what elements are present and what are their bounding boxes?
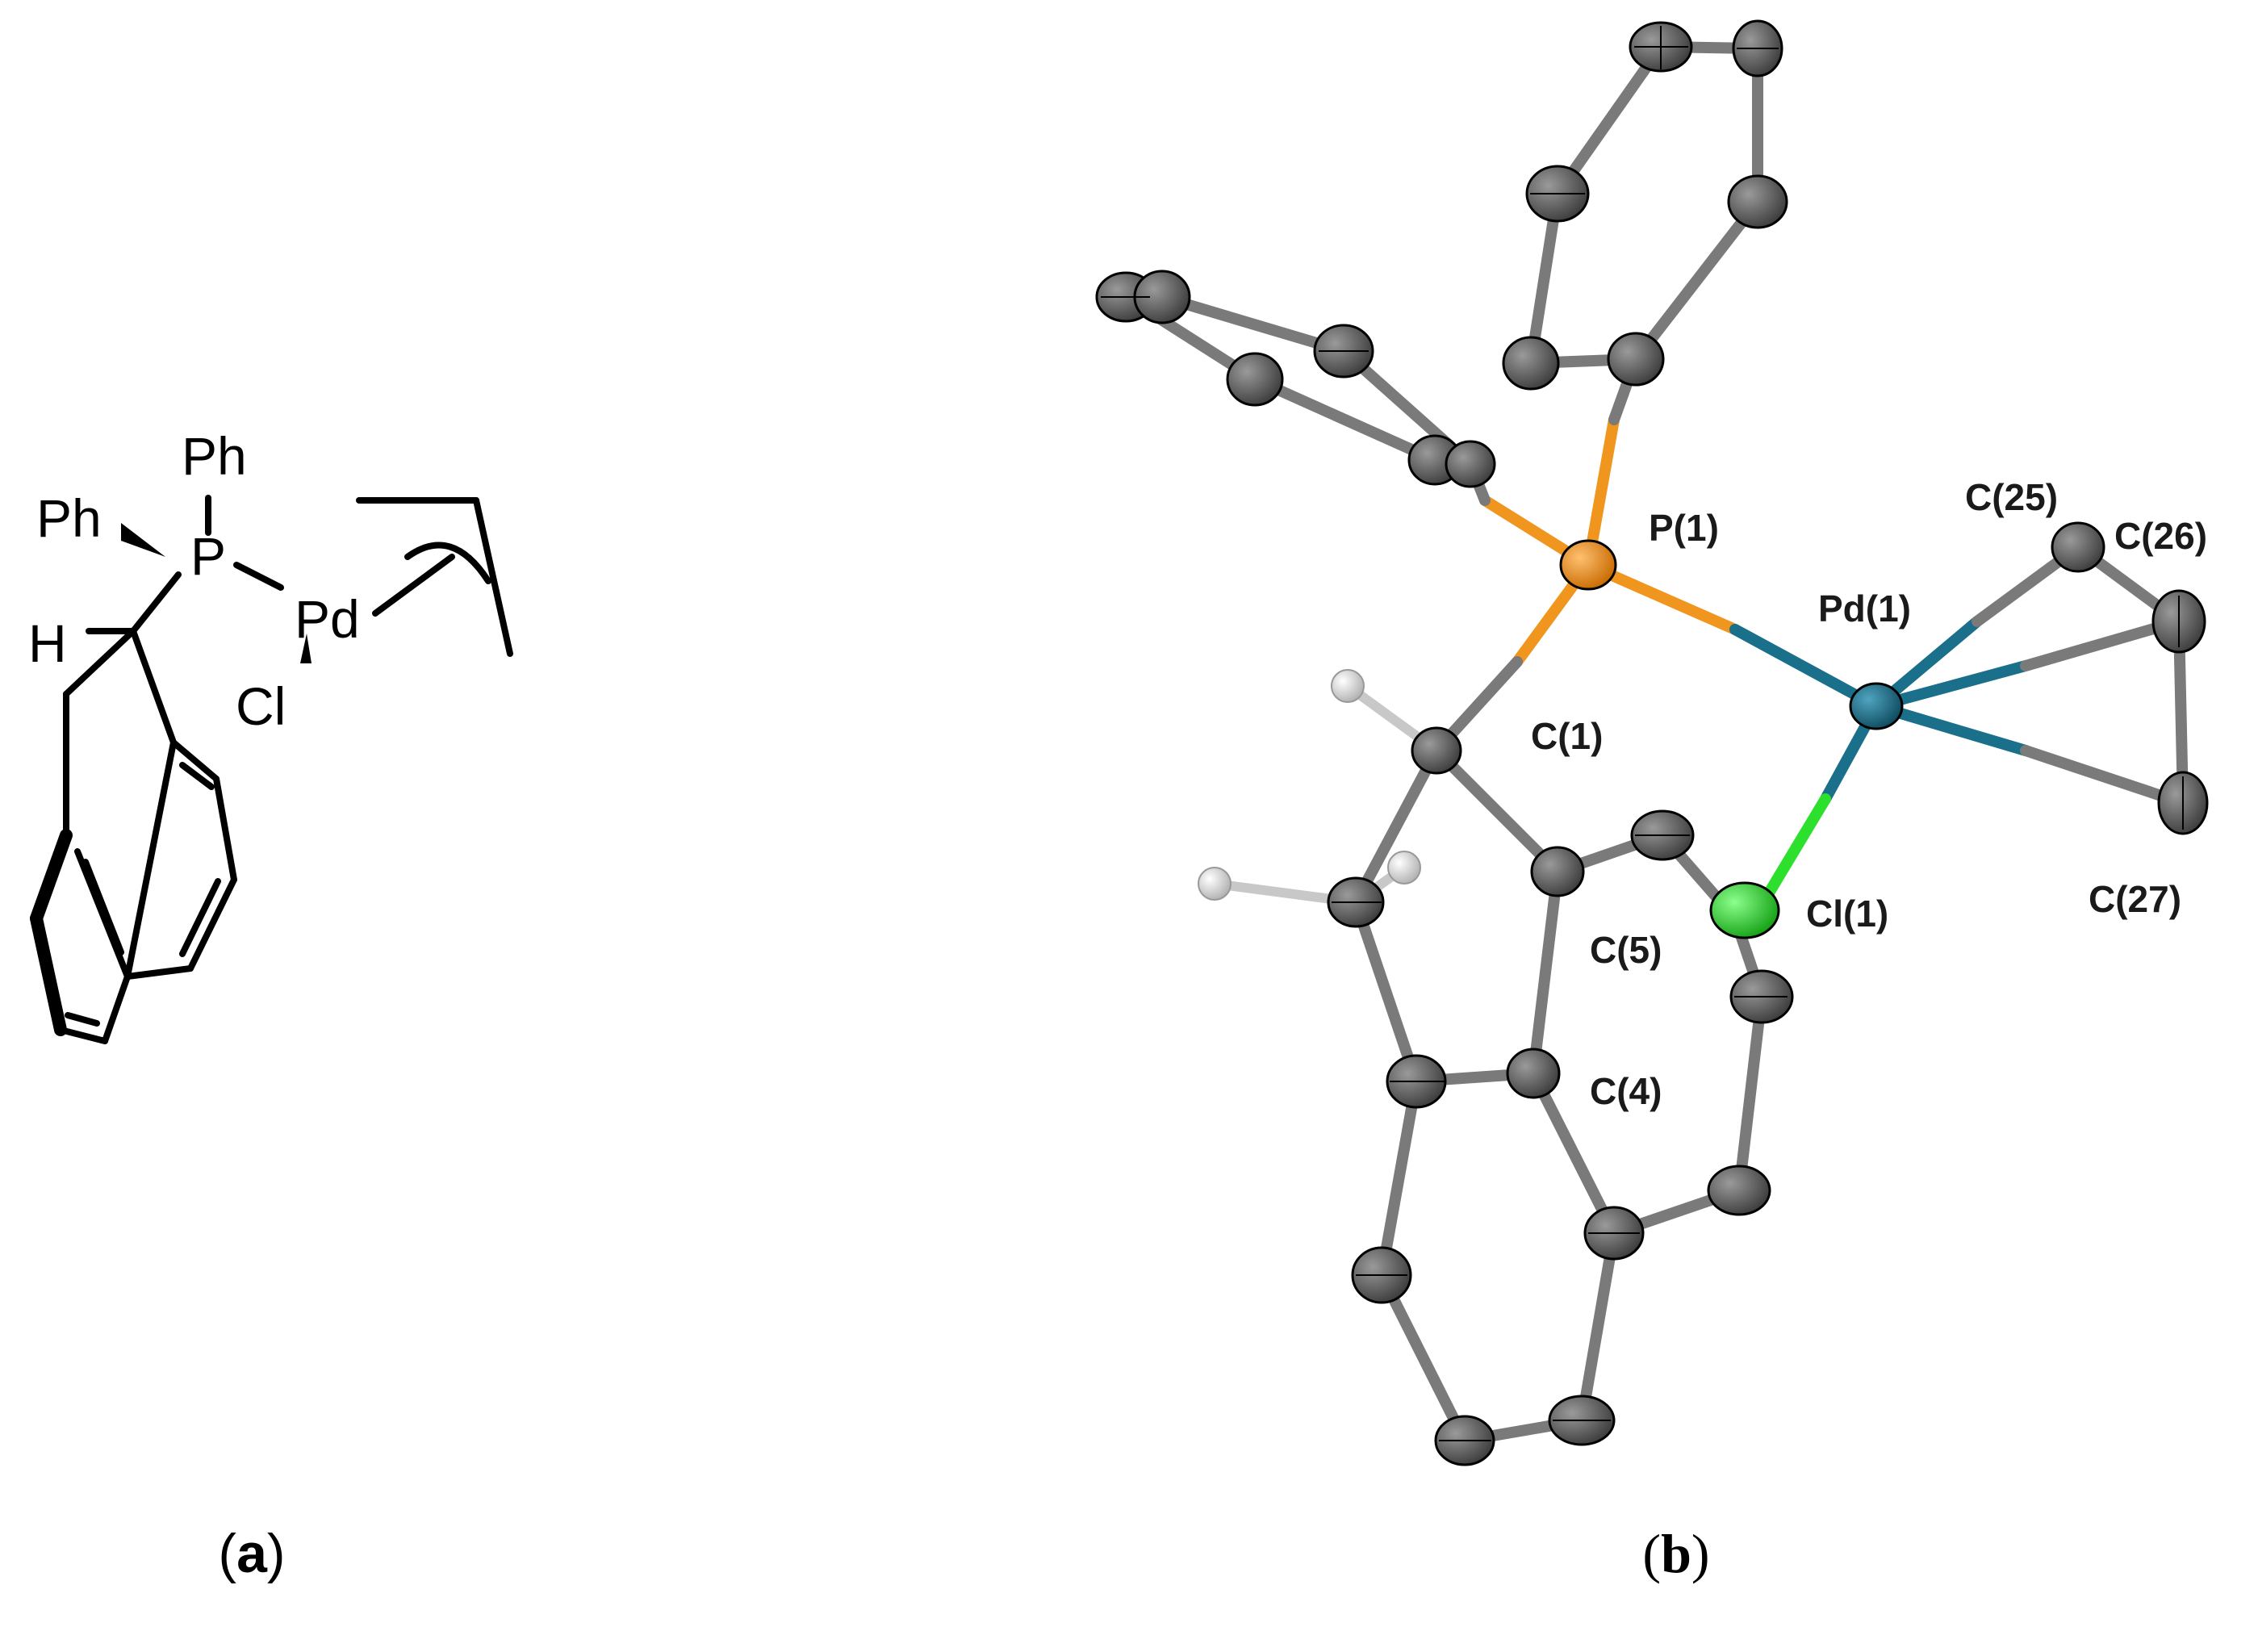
label-h: H [28, 613, 67, 673]
label-ph-top: Ph [182, 426, 247, 486]
wedge-ph-p [121, 523, 165, 557]
label-c25: C(25) [1965, 476, 2058, 518]
caption-b: (b) [1642, 1523, 1709, 1584]
panel-a-structure: Ph Ph P Pd H Cl (a) [28, 426, 513, 1584]
label-p1: P(1) [1649, 507, 1719, 549]
label-c4: C(4) [1590, 1070, 1662, 1112]
atom-pd1 [1849, 682, 1904, 730]
label-p: P [190, 526, 226, 586]
label-cl: Cl [236, 676, 286, 736]
caption-a: (a) [218, 1523, 285, 1584]
label-c26: C(26) [2114, 515, 2207, 557]
atom-cl1 [1709, 881, 1780, 939]
ellipsoid-axes [1101, 26, 2184, 1441]
label-cl1: Cl(1) [1806, 893, 1888, 935]
pd-cl-bond [1758, 793, 1831, 908]
label-c1: C(1) [1531, 715, 1603, 757]
label-pd1: Pd(1) [1818, 588, 1911, 629]
label-c5: C(5) [1590, 929, 1662, 971]
carbon-atoms [1095, 19, 2209, 1466]
panel-b-crystal-structure: P(1) Pd(1) C(25) C(26) C(27) C(1) Cl(1) … [1095, 19, 2209, 1584]
label-c27: C(27) [2089, 878, 2181, 920]
atom-p1 [1559, 539, 1617, 591]
carbon-bonds [1120, 41, 2189, 1446]
label-ph-left: Ph [36, 488, 102, 548]
structure-bonds [33, 495, 513, 1044]
hydrogen-atoms [1198, 669, 1421, 901]
label-pd: Pd [295, 589, 360, 649]
wedge-pd-cl [300, 634, 312, 663]
structure-bold-bonds [30, 829, 73, 1036]
